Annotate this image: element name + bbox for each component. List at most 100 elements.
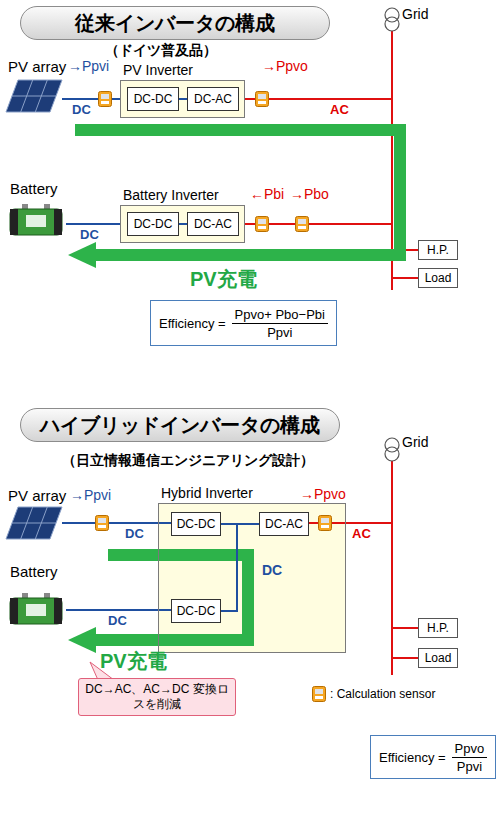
load-box: Load [418, 268, 458, 288]
fraction: PpvoPpvi [452, 741, 488, 774]
label-text: →Ppvi [68, 58, 109, 74]
node-text: Ppvi [264, 324, 295, 340]
label-text: （ドイツ普及品） [105, 42, 217, 58]
node-text: ハイブリッドインバータの構成 [40, 412, 320, 439]
label-text: ←Pbi [250, 186, 284, 202]
label-text: DC [262, 562, 282, 578]
transformer-symbol [385, 8, 399, 22]
formula-box: Efficiency = Ppvo+ Pbo−PbiPpvi [150, 300, 337, 346]
arrow-head [68, 242, 96, 268]
label-text: PV array [8, 487, 66, 504]
node-text: DC-AC [194, 217, 232, 231]
node-text: Efficiency = [379, 750, 446, 765]
pv-array-icon [6, 507, 62, 539]
node-text: DC-AC [194, 92, 232, 106]
charge-arrow [75, 130, 400, 255]
node-text: Hybrid Inverter [161, 485, 253, 501]
label-text: PV充電 [190, 268, 257, 291]
arrow-head [68, 627, 96, 653]
dc-bus-line [179, 223, 187, 225]
sensor-icon [296, 217, 309, 232]
node-text: DC-AC [265, 517, 303, 531]
node-text: Ppvi [454, 758, 485, 774]
inverter-fill [120, 205, 245, 243]
label-text: Grid [402, 6, 428, 22]
callout-box: DC→AC、AC→DC 変換ロスを削減 [78, 678, 236, 716]
label-text: PV充電 [100, 650, 167, 673]
node-text: Ppvo+ Pbo−Pbi [232, 307, 328, 324]
label-text: AC [352, 527, 371, 542]
inverter-box: Battery InverterDC-DCDC-AC [120, 205, 245, 243]
node-text: Ppvo [452, 741, 488, 758]
load-box: Load [418, 648, 458, 668]
label-text: （日立情報通信エンジニアリング設計） [62, 452, 314, 468]
charge-arrow [94, 555, 248, 640]
label-text: →Ppvo [300, 486, 346, 502]
dc-wiring [62, 99, 171, 610]
label-text: DC [108, 614, 127, 629]
fraction: Ppvo+ Pbo−PbiPpvi [232, 307, 328, 340]
node-text: DC-DC [177, 517, 216, 531]
converter-box: DC-DC [127, 87, 179, 111]
label-text: Battery [10, 180, 58, 197]
sensor-icon [256, 217, 269, 232]
label-text: Battery [10, 563, 58, 580]
formula-box: Efficiency = PpvoPpvi [370, 735, 496, 779]
converter-box: DC-AC [187, 212, 239, 236]
load-box: H.P. [418, 618, 458, 638]
node-text: H.P. [427, 243, 449, 257]
inverter-fill [120, 80, 346, 653]
converter-box: DC-AC [259, 512, 309, 536]
sensor-icon [256, 92, 269, 107]
label-text: →Ppvi [70, 487, 111, 503]
node-text: PV Inverter [123, 62, 193, 78]
dc-wire [62, 522, 171, 524]
label-text: →Ppvo [262, 58, 308, 74]
legend-text: : Calculation sensor [330, 687, 435, 701]
label-text: DC [125, 527, 144, 542]
converter-box: DC-DC [171, 599, 221, 623]
dc-bus-line [179, 98, 187, 100]
node-text: DC-DC [134, 217, 173, 231]
node-text: DC-DC [134, 92, 173, 106]
label-text: DC [72, 103, 91, 118]
pv-array-icon [6, 80, 62, 112]
label-text: DC [80, 228, 99, 243]
ac-wire [392, 657, 418, 659]
inverter-box: PV InverterDC-DCDC-AC [120, 80, 245, 118]
node-text: DC→AC、AC→DC 変換ロスを削減 [84, 682, 230, 712]
inverter-fill [120, 80, 245, 118]
node-text: Efficiency = [159, 316, 226, 331]
sensor-icon [319, 516, 332, 531]
label-text: Grid [402, 434, 428, 450]
node-text: Load [425, 651, 452, 665]
inverter-box: Hybrid InverterDC-DCDC-ACDC-DC [158, 503, 346, 653]
ac-wire [392, 627, 418, 629]
label-text: PV array [8, 58, 66, 75]
legend-sensor-icon [313, 687, 326, 702]
node-text: DC-DC [177, 604, 216, 618]
node-text: H.P. [427, 621, 449, 635]
transformer-symbol [385, 447, 399, 461]
sensor-icon [96, 516, 109, 531]
title-pill: ハイブリッドインバータの構成 [20, 408, 340, 442]
converter-box: DC-DC [127, 212, 179, 236]
grid-line [391, 461, 393, 675]
label-text: →Pbo [290, 186, 329, 202]
node-text: 従来インバータの構成 [75, 10, 275, 37]
load-box: H.P. [418, 240, 458, 260]
label-text: AC [330, 103, 349, 118]
node-text: Battery Inverter [123, 187, 219, 203]
converter-box: DC-DC [171, 512, 221, 536]
dc-wire [66, 609, 171, 611]
charge-arrow [68, 130, 400, 653]
ac-wire [392, 277, 418, 279]
legend-entry: : Calculation sensor [330, 687, 435, 701]
title-pill: 従来インバータの構成 [20, 6, 330, 40]
transformer-symbol [385, 17, 399, 31]
dc-wire [66, 223, 120, 225]
sensor-icon [99, 92, 112, 107]
battery-icon [10, 593, 62, 624]
